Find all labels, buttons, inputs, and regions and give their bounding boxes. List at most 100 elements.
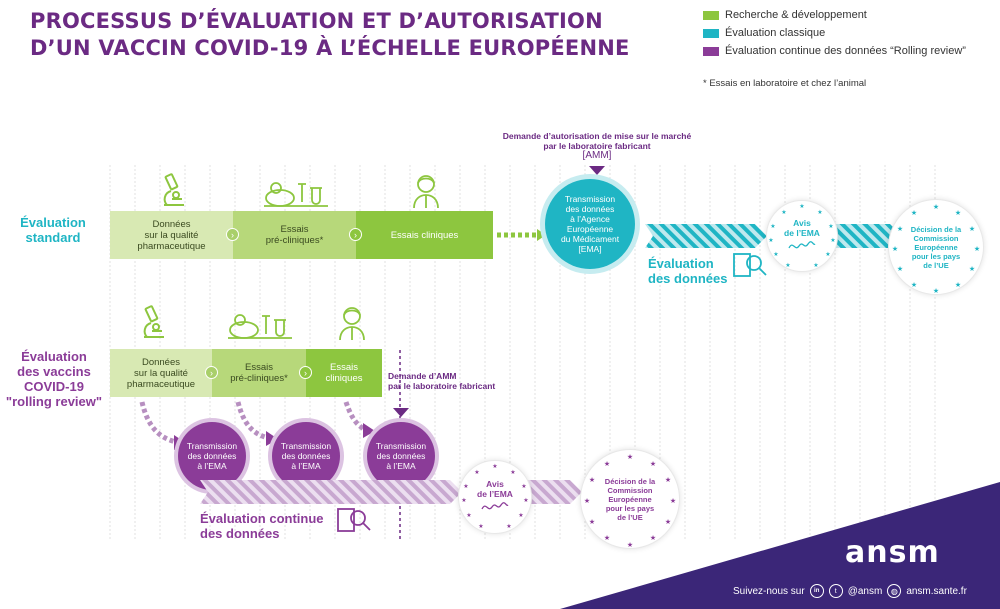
- down-arrow-icon: [393, 408, 409, 417]
- legend-label: Évaluation classique: [725, 27, 826, 39]
- twitter-handle[interactable]: @ansm: [847, 585, 883, 597]
- note-line: par le laboratoire fabricant: [388, 381, 496, 391]
- circle-line: des données: [565, 204, 615, 214]
- eu-stars-icon: ★★★★★★★★★★★★: [584, 453, 676, 549]
- svg-text:★: ★: [828, 223, 833, 230]
- svg-text:★: ★: [897, 225, 903, 233]
- segment-line: Essais: [245, 362, 273, 373]
- svg-text:★: ★: [665, 518, 671, 526]
- decision-line: pour les pays: [911, 251, 961, 261]
- svg-text:★: ★: [670, 497, 676, 505]
- legend-item-rolling: Évaluation continue des données “Rolling…: [703, 42, 966, 60]
- segment-line: Données: [141, 356, 180, 368]
- segment-line: Essais cliniques: [390, 229, 459, 241]
- globe-icon: ◍: [887, 584, 902, 598]
- svg-text:★: ★: [506, 523, 511, 530]
- footnote: * Essais en laboratoire et chez l’animal: [703, 78, 867, 89]
- segment-line: sur la qualité: [134, 367, 188, 379]
- evaluation-band-standard: [645, 224, 902, 248]
- note-line: [AMM]: [582, 150, 612, 161]
- decision-line: Européenne: [914, 242, 958, 252]
- svg-text:★: ★: [781, 209, 786, 216]
- decision-line: de l’UE: [617, 512, 643, 522]
- rolling-evaluation-label: Évaluation continue des données: [200, 511, 324, 541]
- doctor-icon: [339, 307, 365, 341]
- circle-line: Transmission: [186, 441, 238, 451]
- twitter-icon[interactable]: t: [828, 584, 843, 598]
- segment-line: Essais: [330, 362, 358, 373]
- decision-line: Européenne: [608, 494, 652, 504]
- svg-text:★: ★: [466, 512, 471, 519]
- avis-line: Avis: [793, 218, 811, 228]
- legend-swatch-purple: [703, 46, 719, 56]
- svg-text:★: ★: [650, 460, 656, 468]
- svg-text:★: ★: [897, 265, 903, 273]
- svg-text:★: ★: [650, 534, 656, 542]
- page-title: PROCESSUS D’ÉVALUATION ET D’AUTORISATION…: [30, 8, 630, 62]
- segment-line: pharmaceutique: [126, 378, 196, 390]
- standard-segment-clinical: Essais cliniques: [356, 211, 493, 259]
- chevron-right-icon: ›: [205, 366, 218, 379]
- dotted-arrow: [497, 229, 546, 241]
- standard-evaluation-label: Évaluation des données: [648, 256, 727, 286]
- circle-line: Transmission: [375, 441, 427, 451]
- svg-text:★: ★: [830, 237, 835, 244]
- legend-item-classic: Évaluation classique: [703, 24, 966, 42]
- magnifier-document-icon: [337, 508, 371, 532]
- circle-line: à l’EMA: [197, 461, 227, 471]
- decision-line: Décision de la: [910, 224, 962, 234]
- eu-stars-icon: ★★★★★★★★★★★: [461, 463, 528, 530]
- rolling-label-line: "rolling review": [5, 394, 103, 409]
- svg-text:★: ★: [969, 265, 975, 273]
- svg-text:★: ★: [817, 209, 822, 216]
- svg-text:★: ★: [523, 497, 528, 504]
- svg-text:★: ★: [589, 476, 595, 484]
- svg-text:★: ★: [825, 251, 830, 258]
- svg-text:★: ★: [461, 497, 466, 504]
- avis-line: de l’EMA: [477, 489, 513, 499]
- footer-social-bar: Suivez-nous sur in t @ansm ◍ ansm.sante.…: [733, 584, 967, 598]
- standard-label-line: standard: [25, 230, 81, 245]
- avis-line: de l’EMA: [784, 228, 820, 238]
- ansm-logo: ansm: [845, 535, 940, 570]
- segment-line: pharmaceutique: [137, 240, 206, 252]
- decision-line: de l’UE: [923, 260, 949, 270]
- legend-item-rd: Recherche & développement: [703, 6, 966, 24]
- svg-text:★: ★: [768, 237, 773, 244]
- commission-decision-circle: Décision de la Commission Européenne pou…: [888, 199, 984, 295]
- microscope-icon: [143, 305, 164, 338]
- svg-text:★: ★: [770, 223, 775, 230]
- ema-transmission-circle: Transmission des données à l’Agence Euro…: [545, 179, 635, 269]
- segment-line: sur la qualité: [144, 229, 199, 241]
- lab-icon: [264, 182, 328, 207]
- legend-swatch-cyan: [703, 28, 719, 38]
- rolling-ema-opinion-circle: Avis de l’EMA: [458, 460, 532, 534]
- title-line-2: D’UN VACCIN COVID-19 À L’ÉCHELLE EUROPÉE…: [30, 36, 630, 60]
- svg-text:★: ★: [627, 453, 633, 461]
- note-line: par le laboratoire fabricant: [543, 141, 651, 151]
- circle-line: [EMA]: [578, 244, 602, 254]
- svg-text:★: ★: [604, 534, 610, 542]
- segment-line: cliniques: [325, 373, 363, 384]
- signature-icon: [788, 241, 816, 249]
- legend: Recherche & développement Évaluation cla…: [703, 6, 966, 60]
- circle-line: des données: [187, 451, 237, 461]
- svg-text:★: ★: [911, 281, 917, 289]
- svg-text:★: ★: [813, 262, 818, 269]
- eval-line: Évaluation: [648, 256, 714, 271]
- linkedin-icon[interactable]: in: [809, 584, 824, 598]
- standard-row-label: Évaluation standard: [18, 215, 88, 245]
- svg-text:★: ★: [799, 203, 804, 210]
- svg-text:★: ★: [510, 469, 515, 476]
- ema-opinion-circle: Avis de l’EMA: [766, 200, 838, 272]
- legend-label: Évaluation continue des données “Rolling…: [725, 45, 966, 57]
- website-link[interactable]: ansm.sante.fr: [906, 585, 967, 597]
- decision-line: pour les pays: [605, 503, 655, 513]
- chevron-right-icon: ›: [226, 228, 239, 241]
